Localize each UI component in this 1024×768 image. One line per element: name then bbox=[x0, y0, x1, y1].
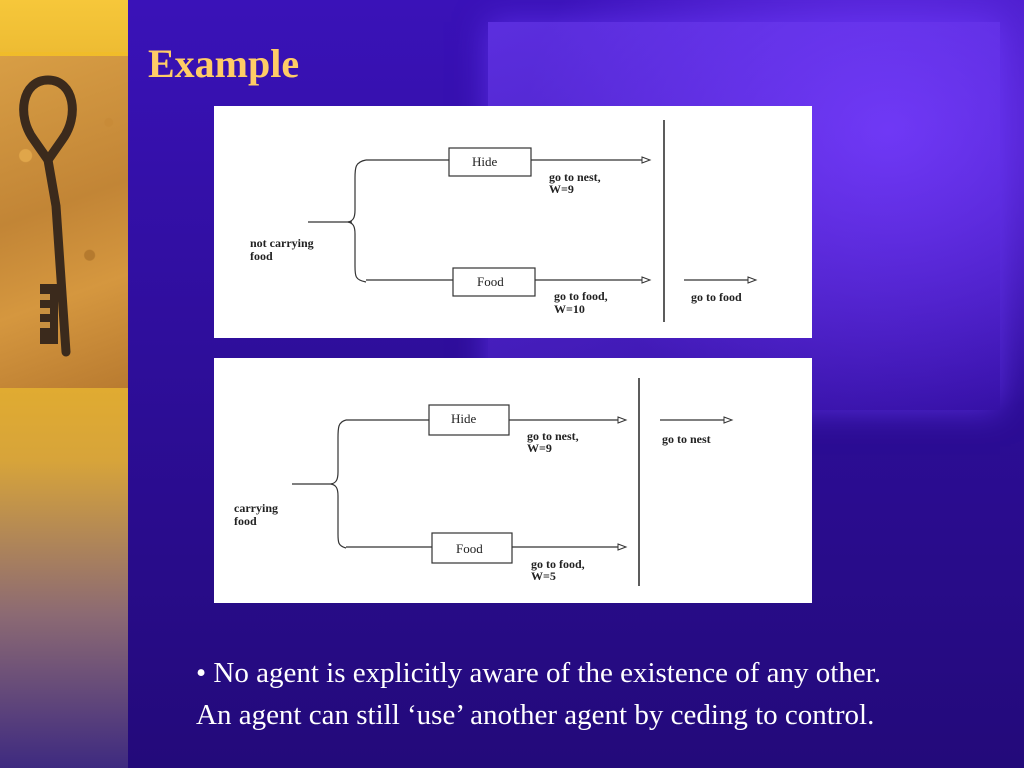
result-label: go to food bbox=[691, 290, 742, 304]
diagram-carrying-food: carrying food Hide Food go to nest, W=9 … bbox=[214, 358, 812, 603]
hide-box-label: Hide bbox=[451, 411, 477, 426]
bullet-line: • No agent is explicitly aware of the ex… bbox=[196, 657, 881, 689]
hide-output-label: go to nest, bbox=[549, 170, 601, 184]
hide-output-label: W=9 bbox=[527, 441, 552, 455]
bullet-line: An agent can still ‘use’ another agent b… bbox=[196, 699, 875, 731]
key-icon bbox=[19, 75, 77, 357]
bullet-text: • No agent is explicitly aware of the ex… bbox=[196, 652, 1016, 736]
hide-box-label: Hide bbox=[472, 154, 498, 169]
food-output-label: go to food, bbox=[554, 289, 608, 303]
state-label: food bbox=[250, 249, 273, 263]
left-sidebar-top bbox=[0, 0, 128, 52]
state-label: food bbox=[234, 514, 257, 528]
hide-output-label: go to nest, bbox=[527, 429, 579, 443]
slide-title: Example bbox=[148, 41, 300, 86]
result-label: go to nest bbox=[662, 432, 711, 446]
state-label: not carrying bbox=[250, 236, 314, 250]
diagram-not-carrying-food: not carrying food Hide Food go to nest, … bbox=[214, 106, 812, 338]
hide-output-label: W=9 bbox=[549, 182, 574, 196]
food-box-label: Food bbox=[456, 541, 483, 556]
food-output-label: W=5 bbox=[531, 569, 556, 583]
food-box-label: Food bbox=[477, 274, 504, 289]
state-label: carrying bbox=[234, 501, 278, 515]
food-output-label: W=10 bbox=[554, 302, 585, 316]
key-photo bbox=[0, 56, 128, 388]
food-output-label: go to food, bbox=[531, 557, 585, 571]
